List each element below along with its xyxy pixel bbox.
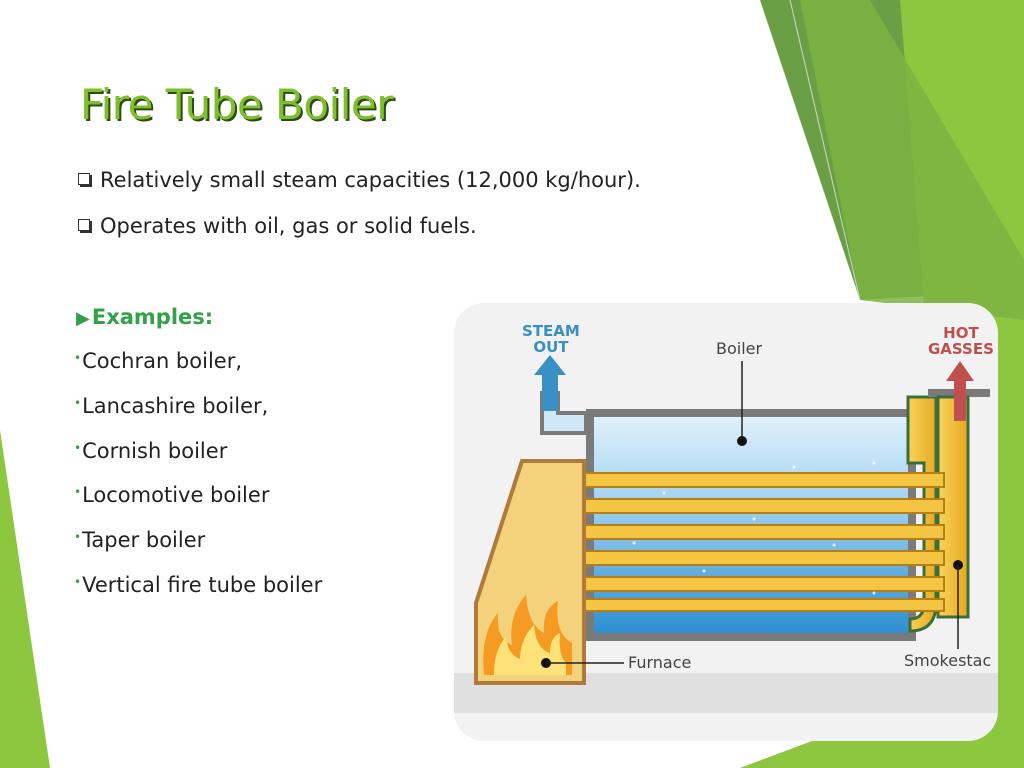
bg-shape-bottom	[740, 738, 1024, 768]
boiler-label: Boiler	[716, 339, 763, 358]
examples-heading: ▶Examples:	[76, 305, 213, 329]
dot-bullet-icon: •	[74, 441, 82, 455]
square-bullet-icon	[78, 173, 90, 185]
list-item-text: Taper boiler	[82, 528, 206, 552]
list-item: •Cochran boiler,	[74, 349, 242, 373]
fire-tube-boiler-diagram: STEAM OUT Boiler HOT GASSES Furnace Smok…	[454, 303, 998, 741]
square-bullet-icon	[78, 219, 90, 231]
list-item: •Lancashire boiler,	[74, 394, 268, 418]
dot-bullet-icon: •	[74, 485, 82, 499]
list-item-text: Cochran boiler,	[82, 349, 243, 373]
hot-gas-arrow-icon	[946, 361, 974, 381]
list-item-text: Vertical fire tube boiler	[82, 573, 323, 597]
fire-tubes	[571, 472, 945, 612]
hot-gasses-label: HOT GASSES	[928, 325, 994, 357]
bullet-1: Relatively small steam capacities (12,00…	[78, 168, 641, 192]
dot-bullet-icon: •	[74, 530, 82, 544]
smokestack-label: Smokestac	[904, 651, 992, 670]
list-item: •Locomotive boiler	[74, 483, 269, 507]
slide-title: Fire Tube Boiler	[80, 80, 394, 129]
list-item: •Cornish boiler	[74, 439, 227, 463]
steam-out-label-line2: OUT	[533, 338, 569, 356]
hot-gasses-label-line1: HOT	[943, 324, 979, 342]
dot-bullet-icon: •	[74, 575, 82, 589]
list-item-text: Lancashire boiler,	[82, 394, 269, 418]
steam-arrow-icon	[534, 355, 566, 375]
triangle-bullet-icon: ▶	[76, 308, 90, 329]
steam-out-label-line1: STEAM	[522, 322, 580, 340]
bullet-2: Operates with oil, gas or solid fuels.	[78, 214, 477, 238]
hot-gas-arrow-shaft	[954, 377, 966, 421]
dot-bullet-icon: •	[74, 351, 82, 365]
list-item: •Vertical fire tube boiler	[74, 573, 322, 597]
list-item: •Taper boiler	[74, 528, 205, 552]
examples-heading-text: Examples:	[91, 305, 214, 329]
hot-gasses-label-line2: GASSES	[928, 340, 994, 358]
boiler-illustration	[454, 303, 998, 741]
list-item-text: Cornish boiler	[82, 439, 228, 463]
furnace-label: Furnace	[628, 653, 692, 672]
bullet-1-text: Relatively small steam capacities (12,00…	[100, 168, 641, 192]
bg-shape-left	[0, 430, 50, 768]
steam-arrow-shaft	[542, 371, 558, 411]
bg-shape-mid	[800, 0, 1024, 320]
dot-bullet-icon: •	[74, 396, 82, 410]
list-item-text: Locomotive boiler	[82, 483, 270, 507]
steam-out-label: STEAM OUT	[522, 323, 580, 355]
bullet-2-text: Operates with oil, gas or solid fuels.	[100, 214, 477, 238]
